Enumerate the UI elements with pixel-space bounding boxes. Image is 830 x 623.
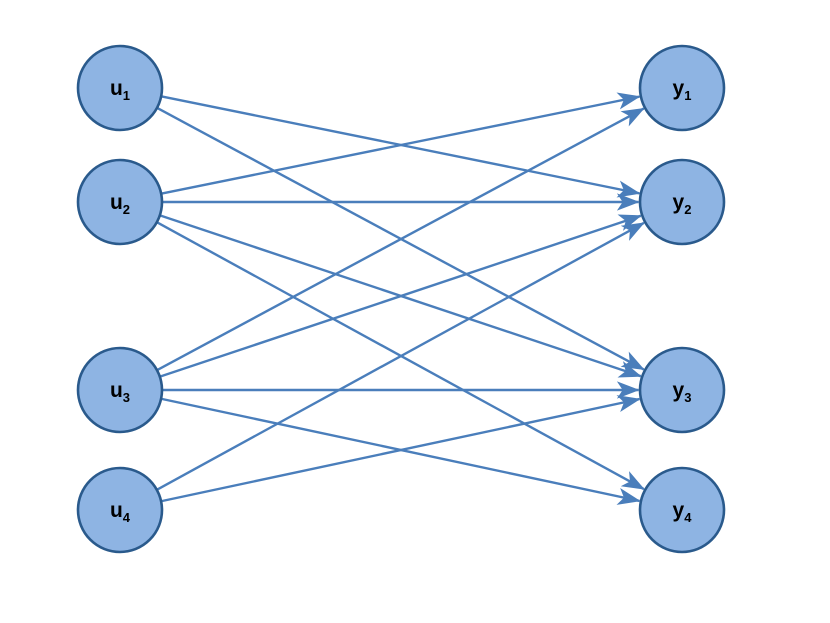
edge-u4-to-y3 — [161, 395, 641, 503]
edge-layer — [156, 92, 645, 505]
input-node-u4[interactable]: u4 — [76, 466, 164, 554]
edge-u3-to-y1 — [156, 107, 645, 371]
node-label-y3: y3 — [673, 379, 692, 405]
node-circle-u4[interactable] — [76, 466, 164, 554]
node-circle-y1[interactable] — [638, 44, 726, 132]
node-label-u3: u3 — [110, 379, 130, 405]
output-node-y1[interactable]: y1 — [638, 44, 726, 132]
input-node-u2[interactable]: u2 — [76, 158, 164, 246]
output-node-y2[interactable]: y2 — [638, 158, 726, 246]
node-label-y2: y2 — [673, 191, 692, 217]
node-label-u2: u2 — [110, 191, 130, 217]
edge-u2-to-y1 — [161, 92, 641, 195]
node-label-u4: u4 — [110, 499, 131, 525]
node-layer: u1 u2 u3 u4 y1 y2 y3 y4 — [76, 44, 726, 554]
edge-u4-to-y2 — [156, 221, 645, 491]
node-circle-u1[interactable] — [76, 44, 164, 132]
node-circle-y2[interactable] — [638, 158, 726, 246]
node-circle-y3[interactable] — [638, 346, 726, 434]
node-circle-y4[interactable] — [638, 466, 726, 554]
node-label-y1: y1 — [673, 77, 692, 103]
input-node-u1[interactable]: u1 — [76, 44, 164, 132]
node-circle-u2[interactable] — [76, 158, 164, 246]
node-label-u1: u1 — [110, 77, 130, 103]
node-circle-u3[interactable] — [76, 346, 164, 434]
output-node-y4[interactable]: y4 — [638, 466, 726, 554]
edge-u3-to-y2 — [159, 214, 642, 378]
node-label-y4: y4 — [673, 499, 693, 525]
input-node-u3[interactable]: u3 — [76, 346, 164, 434]
output-node-y3[interactable]: y3 — [638, 346, 726, 434]
